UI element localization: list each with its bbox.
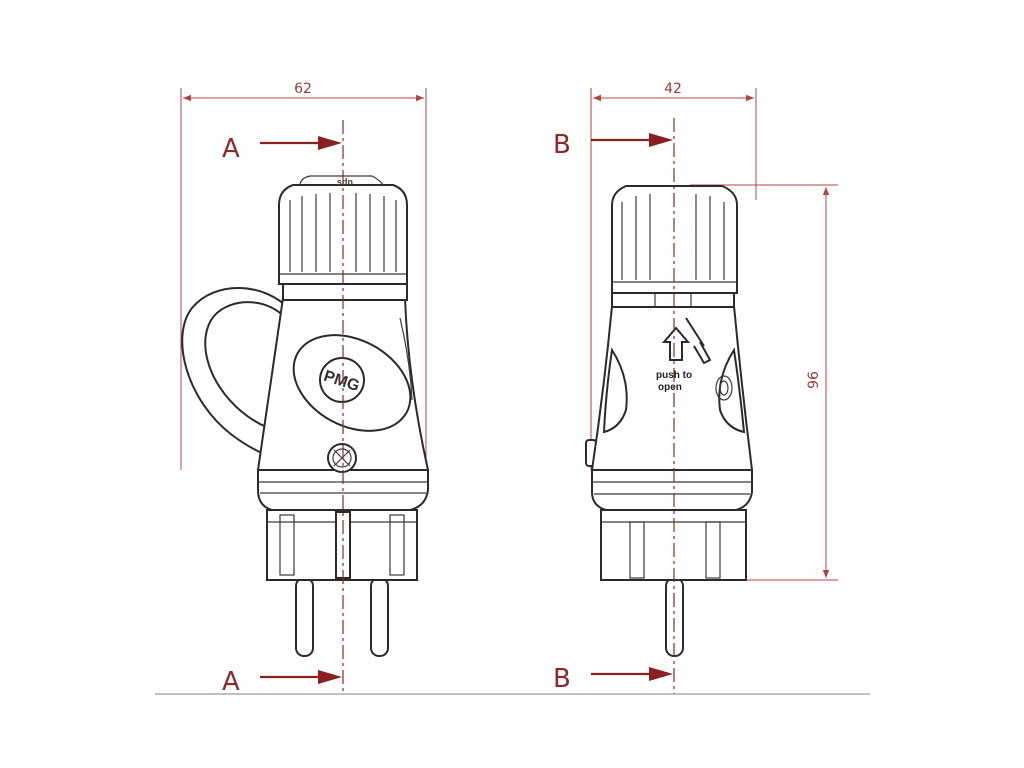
pin-right [370,577,389,657]
cap-engraving: ups [337,178,353,188]
cap-ribs [289,193,397,272]
screwdriver-icon [685,317,712,365]
section-marker-a-top: A [222,134,342,164]
pin-left [295,577,314,657]
dimension-height-right: 96 [690,184,838,581]
cap-ribs-side [621,194,725,280]
cap-right [611,185,738,294]
cap-left [278,184,408,285]
dimension-width-left: 62 [180,81,427,470]
logo-circle [319,357,365,403]
section-letter-a-bottom: A [222,667,240,697]
arrow-up-icon [661,326,691,361]
section-letter-b-top: B [553,130,571,160]
section-marker-b-bottom: B [553,664,673,694]
section-letter-a-top: A [222,134,240,164]
body-side [590,305,754,471]
cap-ring-side [611,292,735,308]
section-letter-b-bottom: B [553,664,571,694]
collar-side [591,469,753,511]
grip-left [602,347,628,434]
dimension-width-right: 42 [590,81,757,470]
dimension-width-left-label: 62 [294,81,312,97]
dimension-width-right-label: 42 [664,81,682,97]
plug-right-view: push to open [585,185,754,657]
dimension-height-right-label: 96 [806,371,822,389]
section-marker-a-bottom: A [222,667,342,697]
section-marker-b-top: B [553,130,673,160]
cap-ring [282,283,408,301]
plug-left-view: PMG ups [181,175,430,657]
push-to-open-line2: open [658,382,682,393]
